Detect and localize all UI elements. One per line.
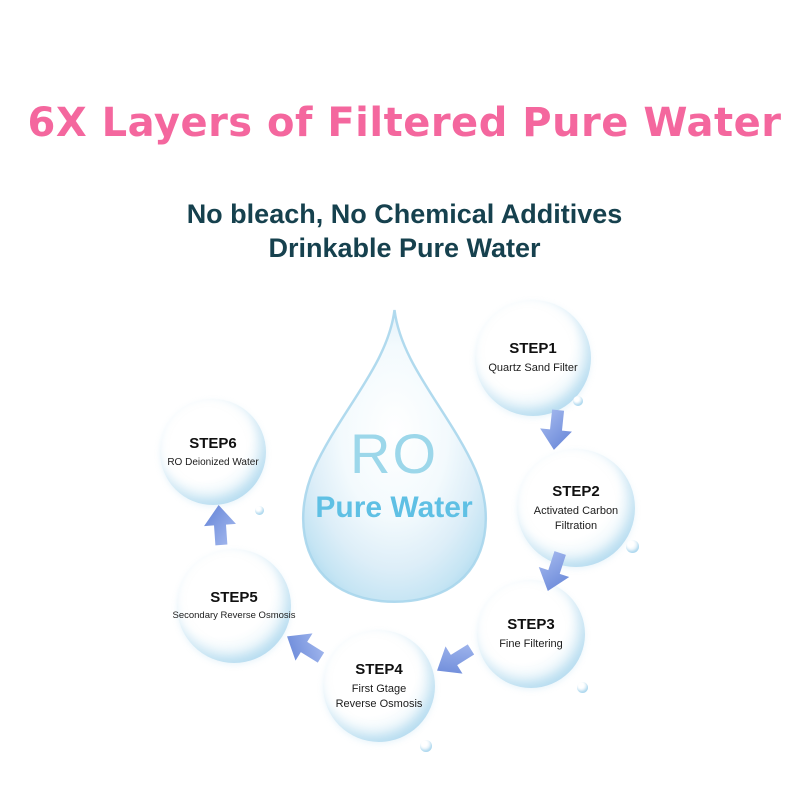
step-6-title: STEP6 bbox=[189, 435, 237, 452]
drop-sub-label: Pure Water bbox=[315, 491, 473, 524]
droplet-icon bbox=[255, 506, 264, 515]
step-bubble-4: STEP4 First Gtage Reverse Osmosis bbox=[323, 630, 435, 742]
droplet-icon bbox=[420, 740, 432, 752]
step-1-desc: Quartz Sand Filter bbox=[488, 362, 578, 375]
subtitle-line-1: No bleach, No Chemical Additives bbox=[186, 199, 623, 229]
step-4-desc: First Gtage Reverse Osmosis bbox=[335, 683, 423, 710]
flow-arrow-icon bbox=[534, 406, 578, 454]
step-3-desc: Fine Filtering bbox=[499, 638, 563, 651]
flow-arrow-icon bbox=[275, 618, 334, 675]
droplet-icon bbox=[573, 396, 583, 406]
step-bubble-3: STEP3 Fine Filtering bbox=[477, 580, 585, 688]
droplet-icon bbox=[577, 682, 588, 693]
step-2-desc: Activated Carbon Filtration bbox=[533, 505, 619, 532]
drop-main-label: RO bbox=[350, 422, 438, 485]
step-5-title: STEP5 bbox=[210, 589, 258, 607]
flow-arrow-icon bbox=[199, 502, 242, 549]
step-2-title: STEP2 bbox=[552, 483, 600, 501]
step-1-title: STEP1 bbox=[509, 340, 557, 358]
step-4-title: STEP4 bbox=[355, 661, 403, 679]
subtitle: No bleach, No Chemical Additives Drinkab… bbox=[0, 198, 809, 266]
subtitle-line-2: Drinkable Pure Water bbox=[268, 232, 541, 263]
step-bubble-6: STEP6 RO Deionized Water bbox=[160, 399, 266, 505]
flow-arrow-icon bbox=[425, 631, 484, 688]
step-bubble-1: STEP1 Quartz Sand Filter bbox=[475, 300, 591, 416]
flow-arrow-icon bbox=[528, 545, 580, 599]
step-3-title: STEP3 bbox=[507, 616, 555, 634]
water-drop-icon: RO Pure Water bbox=[283, 303, 505, 611]
page-title: 6X Layers of Filtered Pure Water bbox=[27, 100, 782, 146]
step-5-desc: Secondary Reverse Osmosis bbox=[172, 610, 296, 622]
droplet-icon bbox=[626, 540, 639, 553]
step-bubble-5: STEP5 Secondary Reverse Osmosis bbox=[172, 549, 296, 663]
step-bubble-2: STEP2 Activated Carbon Filtration bbox=[517, 449, 635, 567]
water-drop-shape bbox=[302, 309, 487, 604]
step-6-desc: RO Deionized Water bbox=[167, 457, 259, 468]
